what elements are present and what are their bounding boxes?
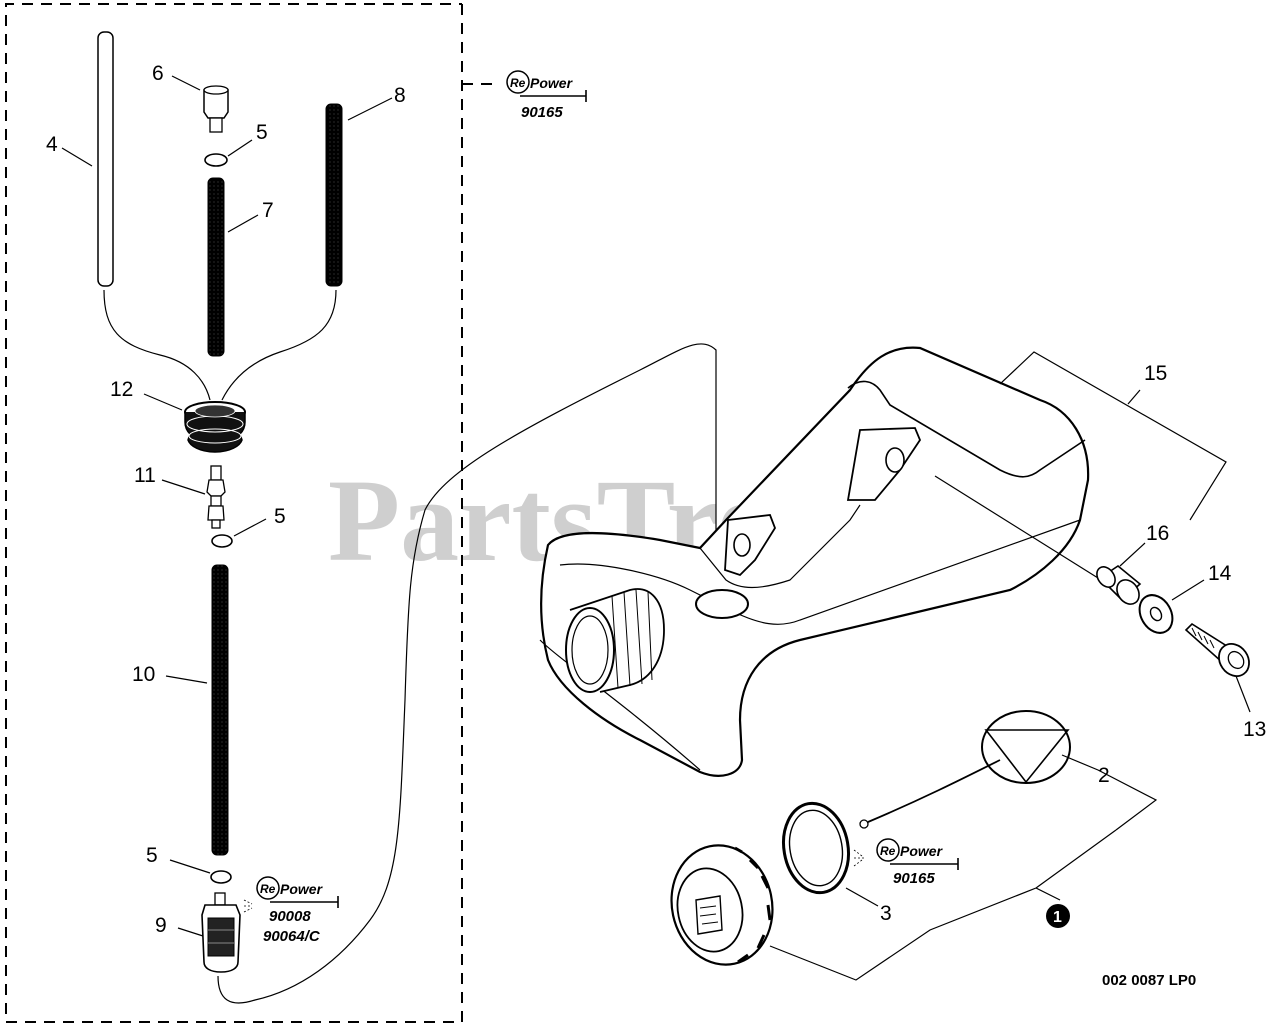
callout-16: 16 (1146, 522, 1169, 545)
repower-badge-top: Re Power (506, 70, 587, 102)
callout-9: 9 (155, 914, 167, 937)
callout-1: 1 (1053, 909, 1062, 926)
part-4-tube (61, 31, 114, 287)
repower-badge-cap: Re Power (853, 838, 959, 870)
part-5-ring-top (204, 139, 253, 167)
part-7-hose (207, 177, 259, 357)
cap-gasket (782, 801, 850, 895)
bracket-15 (999, 351, 1227, 521)
fuel-tank (539, 346, 1090, 777)
repower-number-top: 90165 (521, 104, 563, 121)
callout-12: 12 (110, 378, 133, 401)
repower-number-cap: 90165 (893, 870, 935, 887)
callout-11: 11 (134, 464, 156, 487)
repower-number-filter-2: 90064/C (263, 928, 321, 945)
kit-boundary (5, 3, 496, 1023)
part-2-retainer (859, 710, 1158, 831)
part-16-spacer (1096, 542, 1146, 605)
svg-text:Power: Power (900, 843, 944, 859)
part-11-fitting (161, 465, 226, 529)
callout-5-top: 5 (256, 121, 268, 144)
part-9-filter (177, 892, 241, 973)
part-5-ring-middle (211, 518, 267, 548)
drawing-code: 002 0087 LP0 (1102, 972, 1196, 989)
callout-13: 13 (1243, 718, 1266, 741)
callout-8: 8 (394, 84, 406, 107)
connection-lines-12 (103, 289, 337, 401)
repower-number-filter-1: 90008 (269, 908, 311, 925)
part-8-hose (325, 97, 393, 287)
callout-5-middle: 5 (274, 505, 286, 528)
part-14-washer (1138, 579, 1205, 634)
assembly-bracket-1: 1 (769, 829, 1117, 981)
part-5-ring-bottom (169, 859, 232, 884)
repower-badge-filter: Re Power (243, 876, 339, 913)
part-10-hose (165, 564, 229, 856)
part-12-grommet (143, 393, 246, 453)
callout-5-bottom: 5 (146, 844, 158, 867)
filter-to-tank-line (217, 343, 717, 1004)
part-6-fitting (171, 75, 229, 133)
callout-7: 7 (262, 199, 274, 222)
part-13-bolt (1184, 622, 1251, 713)
svg-text:Re: Re (260, 882, 276, 896)
svg-text:Re: Re (510, 76, 526, 90)
svg-text:Power: Power (280, 881, 324, 897)
callout-4: 4 (46, 133, 58, 156)
bolt-axis-line (934, 475, 1099, 579)
callout-6: 6 (152, 62, 164, 85)
callout-14: 14 (1208, 562, 1232, 585)
svg-text:Re: Re (880, 844, 896, 858)
callout-10: 10 (132, 663, 155, 686)
callout-2: 2 (1098, 764, 1110, 787)
part-3-fuel-cap (670, 844, 879, 966)
svg-text:Power: Power (530, 75, 574, 91)
callout-15: 15 (1144, 362, 1167, 385)
callout-3: 3 (880, 902, 892, 925)
